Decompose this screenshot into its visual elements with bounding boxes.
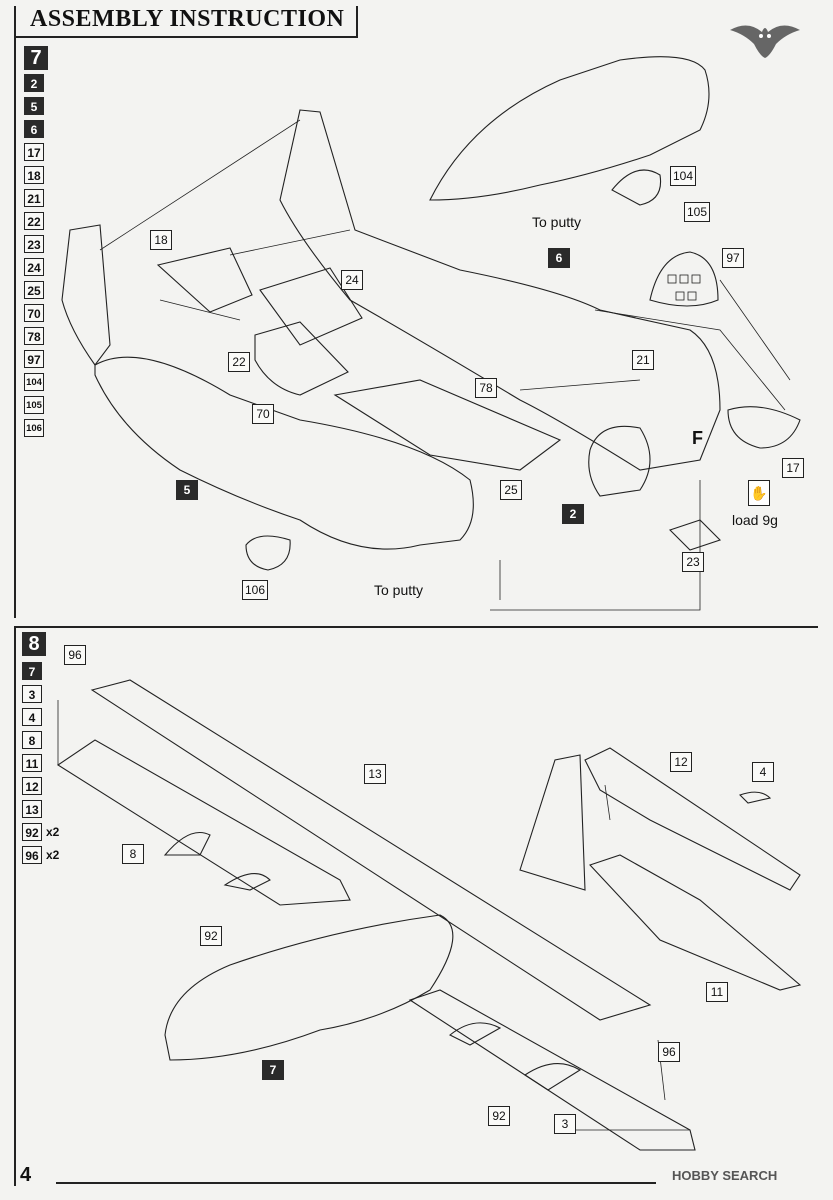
wing-lower-8: [56, 739, 351, 906]
callout-92-left: 92: [200, 926, 222, 946]
putty-note-top: To putty: [532, 214, 582, 230]
panel-22: [254, 321, 349, 396]
logo-text: HOBBY SEARCH: [672, 1168, 778, 1183]
callout-23: 23: [682, 552, 704, 572]
step7-part-105: 105: [24, 396, 44, 414]
callout-105: 105: [684, 202, 711, 222]
frame-left-top: [14, 6, 16, 618]
step8-part-12: 12: [22, 777, 42, 795]
step7-part-70: 70: [24, 304, 44, 322]
callout-4: 4: [752, 762, 774, 782]
step8-part-13: 13: [22, 800, 42, 818]
callout-12: 12: [670, 752, 692, 772]
step8-part-11: 11: [22, 754, 42, 772]
step8-part-8: 8: [22, 731, 42, 749]
callout-25: 25: [500, 480, 522, 500]
guide-lines-8: [57, 700, 690, 1131]
callout-96-top: 96: [64, 645, 86, 665]
callout-18: 18: [150, 230, 172, 250]
step7-part-6: 6: [24, 120, 44, 138]
step7-part-97: 97: [24, 350, 44, 368]
wing-lower-3: [408, 989, 696, 1151]
callout-2: 2: [562, 504, 584, 524]
step7-part-25: 25: [24, 281, 44, 299]
step7-part-23: 23: [24, 235, 44, 253]
guide-lines-7: [99, 119, 791, 611]
bottom-rule: [56, 1182, 656, 1184]
putty-note-bottom: To putty: [374, 582, 424, 598]
step8-part-3: 3: [22, 685, 42, 703]
fuselage-assembled-7: [164, 914, 454, 1061]
step7-part-78: 78: [24, 327, 44, 345]
fairing-4: [738, 791, 772, 804]
step7-part-22: 22: [24, 212, 44, 230]
callout-70: 70: [252, 404, 274, 424]
callout-13: 13: [364, 764, 386, 784]
step7-part-24: 24: [24, 258, 44, 276]
panel-18: [156, 247, 253, 313]
step7-part-21: 21: [24, 189, 44, 207]
nacelle-2: [223, 873, 271, 891]
callout-92-bottom: 92: [488, 1106, 510, 1126]
step8-part-7: 7: [22, 662, 42, 680]
callout-97: 97: [722, 248, 744, 268]
callout-78: 78: [475, 378, 497, 398]
page-number: 4: [20, 1164, 32, 1186]
stabilizer-12: [584, 747, 801, 891]
step8-part-96: 96: [22, 846, 42, 864]
callout-7: 7: [262, 1060, 284, 1080]
callout-24: 24: [341, 270, 363, 290]
step7-part-2: 2: [24, 74, 44, 92]
nose-cone-104: [611, 169, 662, 206]
fuselage-right-half: [94, 356, 474, 550]
step8-part-4: 4: [22, 708, 42, 726]
step8-part-92: 92: [22, 823, 42, 841]
nacelle-3: [448, 1022, 502, 1046]
panel-24: [259, 267, 363, 346]
bulkhead-2: [588, 425, 651, 497]
nacelle-4: [524, 1063, 582, 1091]
callout-8: 8: [122, 844, 144, 864]
callout-11: 11: [706, 982, 728, 1002]
title-frame: [14, 6, 358, 38]
step8-number: 8: [22, 632, 46, 656]
section-divider: [14, 626, 818, 628]
canopy-97: [649, 251, 719, 307]
load-weight-note: load 9g: [732, 512, 778, 528]
tail-fin-left: [61, 224, 111, 366]
callout-5: 5: [176, 480, 198, 500]
callout-6: 6: [548, 248, 570, 268]
nose-cone-17: [727, 406, 801, 449]
nose-cone-106: [245, 535, 291, 571]
page-title: ASSEMBLY INSTRUCTION: [30, 6, 345, 32]
step7-part-18: 18: [24, 166, 44, 184]
step7-part-104: 104: [24, 373, 44, 391]
part-23: [668, 519, 722, 551]
frame-left-bottom: [14, 626, 16, 1186]
step7-part-5: 5: [24, 97, 44, 115]
callout-104: 104: [670, 166, 697, 186]
callout-22: 22: [228, 352, 250, 372]
nose-upper-shell: [429, 56, 710, 201]
glue-mark-f: F: [692, 428, 703, 448]
callout-21: 21: [632, 350, 654, 370]
callout-106: 106: [242, 580, 269, 600]
step7-number: 7: [24, 46, 48, 70]
nacelle-1: [163, 831, 211, 856]
floor-25: [333, 379, 562, 471]
step7-part-106: 106: [24, 419, 44, 437]
tail-fin-assembled: [519, 754, 586, 891]
stabilizer-11: [589, 854, 802, 991]
owl-logo-icon: [730, 25, 800, 58]
step8-part-96-qty: x2: [46, 848, 60, 862]
callout-17: 17: [782, 458, 804, 478]
hand-icon: ✋: [748, 480, 770, 506]
fuselage-left-half: [279, 109, 721, 471]
callout-96-right: 96: [658, 1042, 680, 1062]
wing-upper-13: [90, 679, 652, 1021]
step8-part-92-qty: x2: [46, 825, 60, 839]
callout-3: 3: [554, 1114, 576, 1134]
step7-part-17: 17: [24, 143, 44, 161]
